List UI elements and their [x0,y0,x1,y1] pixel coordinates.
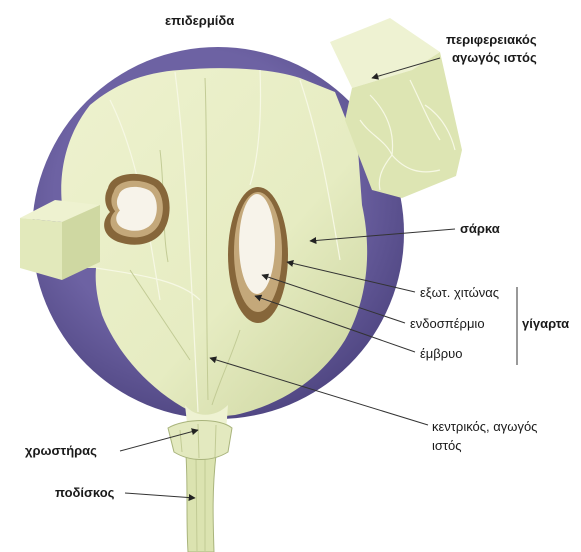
label-peripheral-line2: αγωγός ιστός [452,50,537,65]
label-embryo: έμβρυο [420,346,463,361]
label-pedicel: ποδίσκος [55,485,115,500]
stem [168,405,232,552]
label-seeds: γίγαρτα [522,316,569,331]
label-flesh: σάρκα [460,221,500,236]
label-central-line1: κεντρικός, αγωγός [432,419,537,434]
label-peripheral-line1: περιφερειακός [446,32,537,47]
label-central-line2: ιστός [432,438,462,453]
label-endosperm: ενδοσπέρμιο [410,316,485,331]
brush-ring [168,421,232,460]
seed-right [228,187,288,323]
seed-right-core [239,194,275,294]
leader-line-pedicel [125,493,195,498]
label-brush: χρωστήρας [25,443,97,458]
pedicel-shape [186,455,216,552]
seed-left [104,174,169,245]
label-epidermis: επιδερμίδα [165,13,234,28]
label-outer-coat: εξωτ. χιτώνας [420,285,499,300]
seed-left-core [116,187,157,231]
